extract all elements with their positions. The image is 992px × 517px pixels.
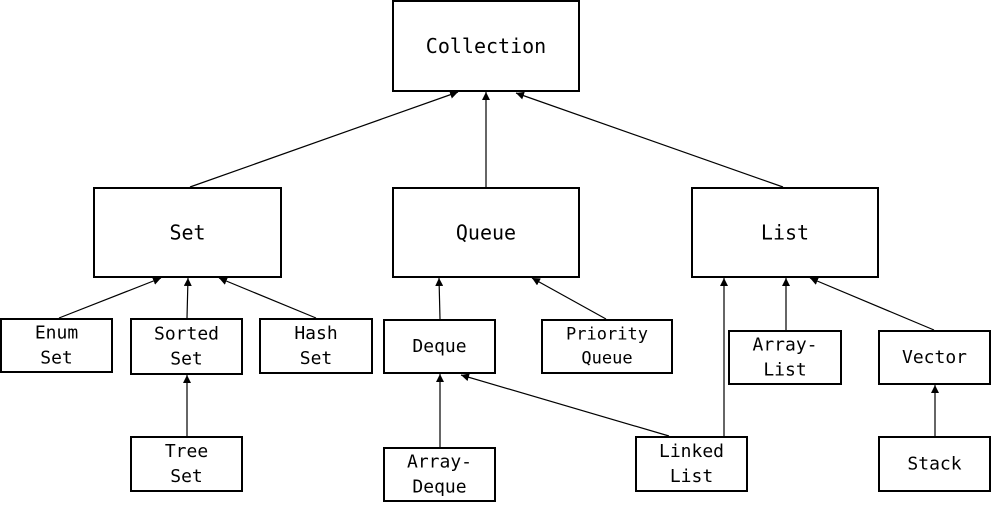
edge-hash-set-to-set — [218, 277, 317, 319]
edge-set-to-collection — [189, 90, 459, 188]
node-label-priority-queue-line-0: Priority — [566, 325, 648, 345]
node-box-vector — [878, 330, 991, 385]
node-label-enum-set-line-1: Set — [40, 348, 73, 369]
node-vector: Vector — [878, 330, 991, 385]
edges — [58, 90, 939, 447]
node-queue: Queue — [392, 187, 580, 278]
node-array-list: Array- List — [728, 330, 842, 385]
node-label-linked-list-line-1: List — [670, 466, 713, 487]
node-label-linked-list-line-0: Linked — [659, 441, 724, 462]
node-set: Set — [93, 187, 282, 278]
node-box-queue — [392, 187, 580, 278]
node-list: List — [691, 187, 879, 278]
node-label-array-list-line-0: Array- — [752, 334, 817, 355]
node-label-array-deque-line-0: Array- — [407, 451, 472, 472]
node-box-array-deque — [383, 447, 496, 502]
node-label-array-deque-line-1: Deque — [412, 477, 466, 498]
node-label-collection-line-0: Collection — [426, 34, 546, 58]
node-box-linked-list — [635, 436, 748, 492]
edge-vector-to-list — [809, 277, 935, 331]
node-box-collection — [392, 0, 580, 92]
node-label-stack-line-0: Stack — [907, 454, 961, 475]
node-deque: Deque — [383, 319, 496, 374]
node-box-tree-set — [130, 436, 243, 492]
node-box-set — [93, 187, 282, 278]
node-box-enum-set — [0, 318, 113, 373]
node-box-array-list — [728, 330, 842, 385]
node-collection: Collection — [392, 0, 580, 92]
edge-sorted-set-to-set — [183, 277, 192, 319]
node-label-list-line-0: List — [761, 221, 809, 245]
node-label-array-list-line-1: List — [763, 360, 806, 381]
node-array-deque: Array- Deque — [383, 447, 496, 502]
node-box-hash-set — [259, 318, 373, 374]
node-label-sorted-set-line-1: Set — [170, 349, 203, 370]
node-label-set-line-0: Set — [169, 221, 205, 245]
edge-priority-queue-to-queue — [531, 277, 607, 320]
node-label-deque-line-0: Deque — [412, 336, 466, 357]
node-label-hash-set-line-0: Hash — [294, 323, 337, 344]
node-box-sorted-set — [130, 318, 243, 375]
node-label-hash-set-line-1: Set — [300, 348, 333, 369]
node-box-deque — [383, 319, 496, 374]
node-label-priority-queue-line-1: Queue — [581, 348, 632, 368]
edge-list-to-collection — [515, 91, 784, 188]
node-box-list — [691, 187, 879, 278]
node-label-vector-line-0: Vector — [902, 347, 967, 368]
edge-deque-to-queue — [435, 277, 444, 320]
edge-linked-list-to-deque — [460, 373, 670, 437]
node-box-stack — [878, 436, 991, 492]
node-stack: Stack — [878, 436, 991, 492]
node-label-enum-set-line-0: Enum — [35, 322, 78, 343]
node-label-sorted-set-line-0: Sorted — [154, 323, 219, 344]
edge-enum-set-to-set — [58, 277, 162, 319]
node-label-tree-set-line-1: Set — [170, 466, 203, 487]
node-label-tree-set-line-0: Tree — [165, 441, 208, 462]
node-box-priority-queue — [541, 319, 673, 374]
node-label-queue-line-0: Queue — [456, 221, 516, 245]
